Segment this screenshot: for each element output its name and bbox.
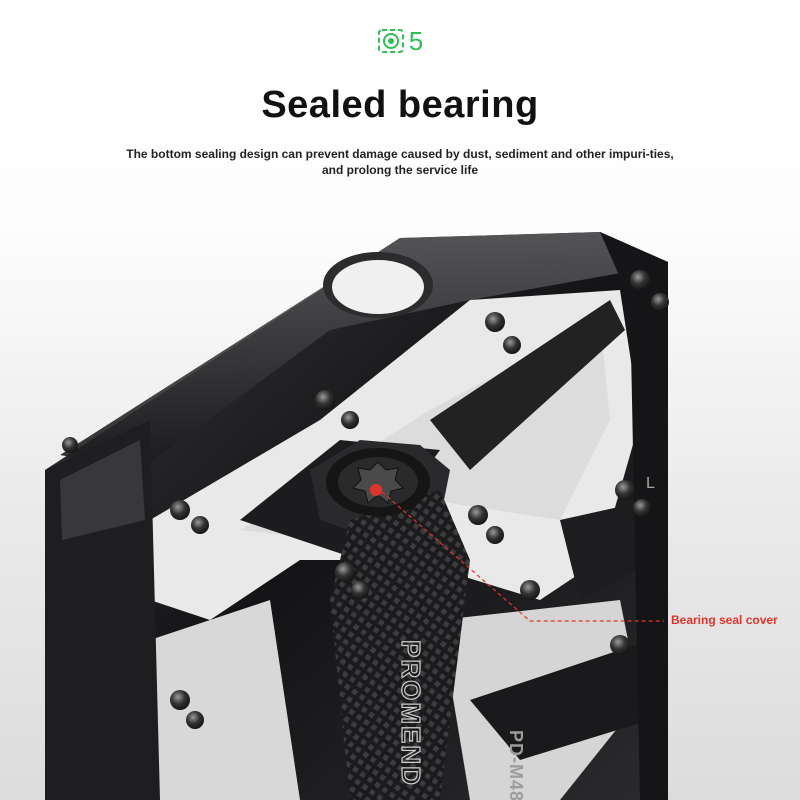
bearing-icon (377, 29, 404, 53)
svg-text:PD-M48: PD-M48 (506, 730, 526, 800)
feature-number: 5 (408, 26, 424, 56)
page-title: Sealed bearing (261, 84, 539, 126)
svg-text:L: L (646, 475, 655, 492)
feature-description: The bottom sealing design can prevent da… (126, 147, 674, 177)
feature-badge: 5 (0, 28, 800, 54)
svg-text:PROMEND: PROMEND (396, 640, 426, 787)
bearing-seal-cover-callout: Bearing seal cover (671, 613, 778, 627)
